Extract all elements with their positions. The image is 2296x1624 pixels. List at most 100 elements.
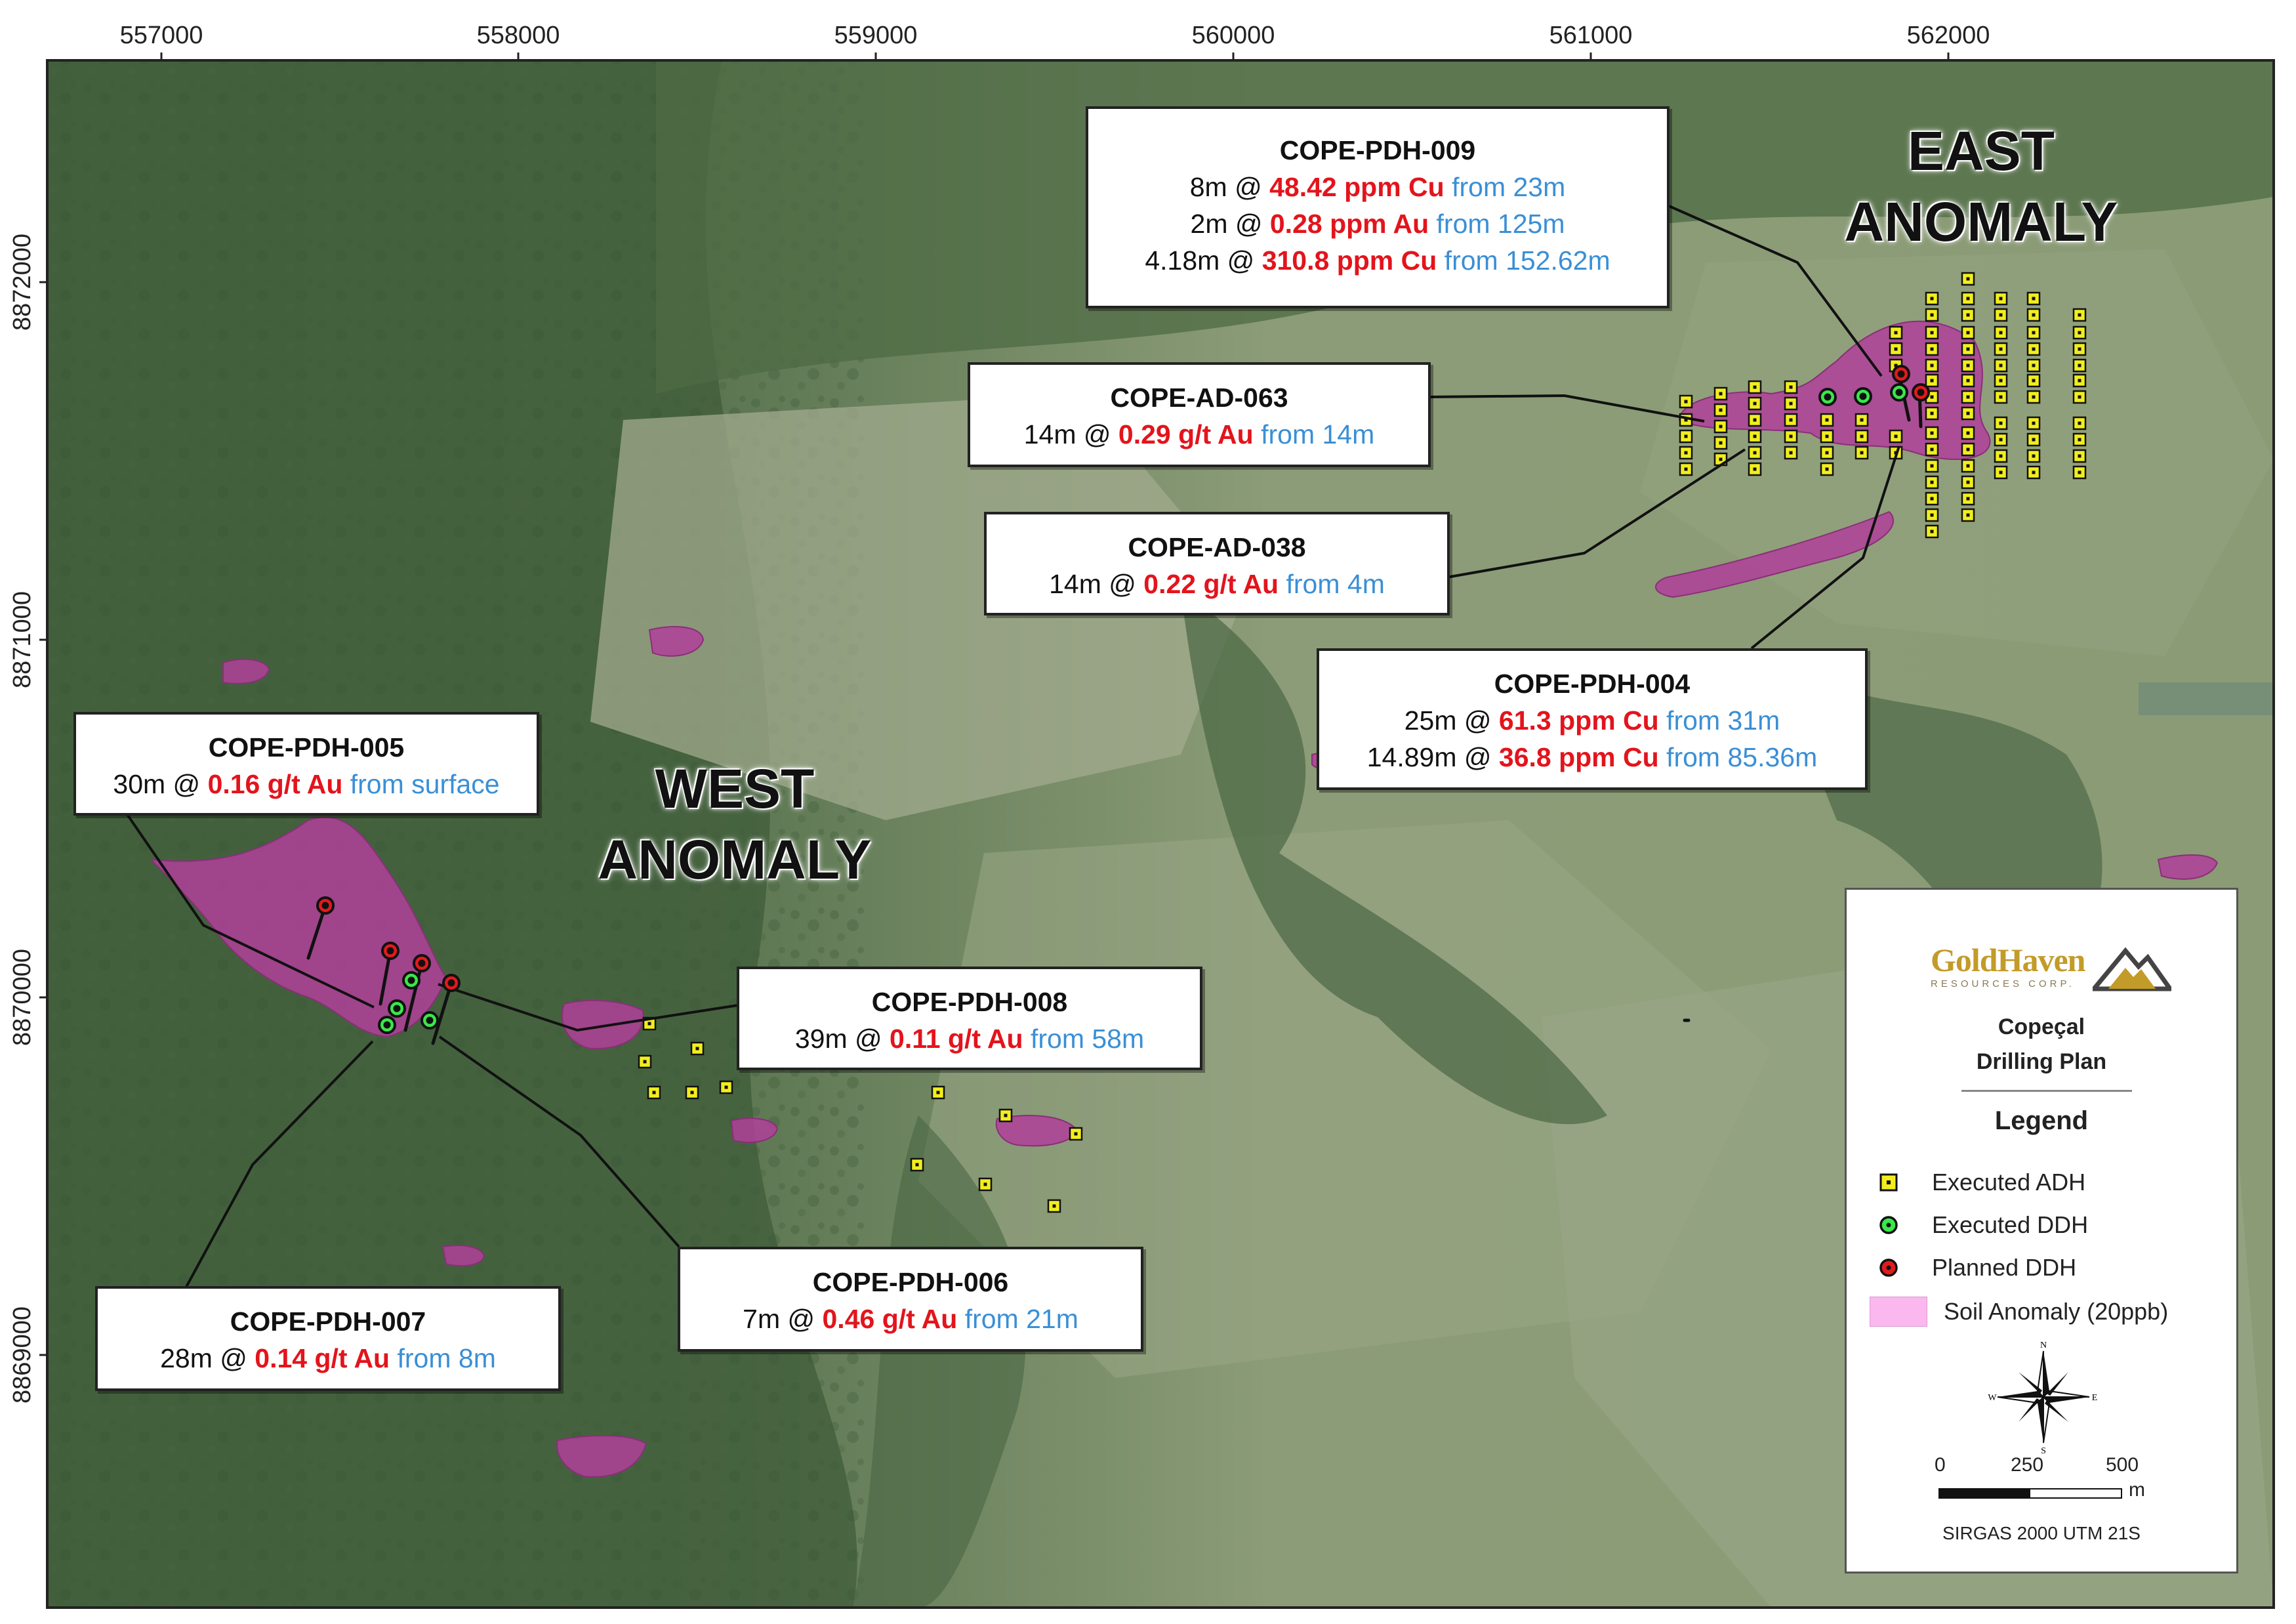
- executed-adh: [1961, 475, 1975, 489]
- executed-adh: [2026, 325, 2041, 340]
- soil-anomaly: [730, 1117, 779, 1143]
- leader-line: [1750, 446, 1900, 650]
- executed-adh: [1820, 429, 1834, 444]
- executed-adh: [1713, 403, 1728, 417]
- logo-subtitle: RESOURCES CORP.: [1931, 978, 2075, 989]
- south-label: S: [2041, 1446, 2046, 1454]
- callout-title: COPE-PDH-009: [1279, 135, 1476, 165]
- x-tick-label: 561000: [1549, 22, 1633, 49]
- executed-adh: [2072, 325, 2087, 340]
- executed-adh: [2026, 432, 2041, 447]
- leader-line: [1662, 202, 1883, 377]
- executed-adh: [1889, 429, 1903, 444]
- executed-ddh-layer: [378, 383, 1908, 1034]
- planned-ddh: [442, 974, 461, 992]
- soil-anomaly: [995, 1115, 1077, 1147]
- west-label: W: [1988, 1393, 1997, 1403]
- executed-adh: [1994, 390, 2008, 404]
- callout-result-line: 28m @ 0.14 g/t Au from 8m: [160, 1343, 496, 1373]
- legend-divider: [1961, 1090, 2132, 1092]
- executed-adh: [1748, 396, 1762, 411]
- executed-adh: [1961, 272, 1975, 286]
- callout-result-line: 14m @ 0.29 g/t Au from 14m: [1023, 419, 1375, 449]
- planned-ddh: [413, 954, 431, 972]
- executed-adh: [1961, 358, 1975, 373]
- executed-adh: [2072, 308, 2087, 322]
- executed-adh: [1748, 429, 1762, 444]
- executed-adh: [1961, 426, 1975, 440]
- executed-adh: [2072, 373, 2087, 388]
- legend-item-executed-ddh: Executed DDH: [1932, 1211, 2089, 1238]
- executed-adh: [1961, 442, 1975, 457]
- executed-adh: [998, 1108, 1013, 1123]
- executed-adh: [1784, 380, 1798, 394]
- callout-result-line: 8m @ 48.42 ppm Cu from 23m: [1189, 172, 1566, 202]
- callout-title: COPE-PDH-004: [1494, 669, 1691, 699]
- executed-adh: [1855, 413, 1869, 427]
- executed-adh: [1925, 442, 1939, 457]
- executed-adh: [2026, 390, 2041, 404]
- executed-adh: [1784, 413, 1798, 427]
- executed-adh: [2026, 416, 2041, 430]
- executed-ddh: [402, 971, 420, 989]
- executed-adh: [1925, 508, 1939, 522]
- planned-ddh: [1892, 365, 1910, 383]
- anomaly-label-line: ANOMALY: [598, 829, 872, 890]
- executed-adh: [1994, 465, 2008, 480]
- project-name: Copeçal: [1998, 1014, 2085, 1039]
- anomaly-label-line: ANOMALY: [1844, 191, 2118, 253]
- executed-adh: [2072, 390, 2087, 404]
- callout-cope-pdh-008: COPE-PDH-008 39m @ 0.11 g/t Au from 58m: [737, 967, 1202, 1070]
- x-tick-label: 557000: [120, 22, 203, 49]
- executed-adh: [1961, 459, 1975, 473]
- executed-adh: [2026, 308, 2041, 322]
- leader-line: [1426, 394, 1705, 423]
- planned-ddh: [381, 942, 400, 960]
- executed-adh: [2072, 465, 2087, 480]
- soil-anomaly: [556, 1435, 647, 1478]
- executed-adh: [1047, 1199, 1061, 1213]
- scale-unit: m: [2129, 1479, 2145, 1501]
- y-tick-label: 8870000: [9, 949, 36, 1046]
- executed-adh: [1820, 413, 1834, 427]
- soil-anomaly: [2157, 854, 2219, 880]
- leader-lines: [125, 202, 1900, 1289]
- callout-result-line: 4.18m @ 310.8 ppm Cu from 152.62m: [1145, 245, 1610, 276]
- legend-item-executed-adh: Executed ADH: [1932, 1169, 2086, 1196]
- callout-result-line: 39m @ 0.11 g/t Au from 58m: [794, 1024, 1145, 1054]
- executed-adh-layer: [638, 272, 2087, 1213]
- executed-adh: [1713, 386, 1728, 401]
- executed-adh: [1925, 373, 1939, 388]
- callout-cope-pdh-004: COPE-PDH-004 25m @ 61.3 ppm Cu from 31m …: [1317, 648, 1868, 790]
- executed-adh: [1855, 446, 1869, 460]
- executed-ddh: [1890, 383, 1908, 402]
- callout-cope-pdh-007: COPE-PDH-007 28m @ 0.14 g/t Au from 8m: [95, 1286, 561, 1391]
- callout-title: COPE-AD-038: [1128, 532, 1306, 562]
- callout-result-line: 2m @ 0.28 ppm Au from 125m: [1190, 209, 1565, 239]
- x-tick-label: 560000: [1192, 22, 1275, 49]
- executed-adh: [1925, 325, 1939, 340]
- executed-adh: [1961, 291, 1975, 306]
- executed-adh: [1889, 325, 1903, 340]
- east-anomaly-label: EAST ANOMALY: [1837, 115, 2125, 257]
- callout-cope-pdh-006: COPE-PDH-006 7m @ 0.46 g/t Au from 21m: [678, 1247, 1143, 1352]
- leader-line: [184, 1040, 374, 1289]
- soil-anomaly: [561, 999, 644, 1050]
- executed-adh: [2026, 465, 2041, 480]
- executed-adh: [1679, 462, 1693, 476]
- executed-adh: [1961, 373, 1975, 388]
- planned-ddh-symbol-icon: [1879, 1259, 1898, 1277]
- executed-adh: [719, 1080, 733, 1094]
- callout-cope-ad-063: COPE-AD-063 14m @ 0.29 g/t Au from 14m: [968, 362, 1431, 467]
- soil-anomaly: [222, 658, 270, 684]
- planned-ddh: [316, 896, 335, 915]
- planned-ddh-layer: [316, 365, 1930, 992]
- executed-adh: [1961, 491, 1975, 506]
- executed-adh: [1784, 429, 1798, 444]
- executed-adh: [685, 1085, 699, 1100]
- executed-adh: [1961, 325, 1975, 340]
- executed-ddh: [388, 999, 406, 1018]
- executed-adh: [2026, 291, 2041, 306]
- leader-line: [1446, 448, 1746, 579]
- executed-ddh: [378, 1016, 396, 1034]
